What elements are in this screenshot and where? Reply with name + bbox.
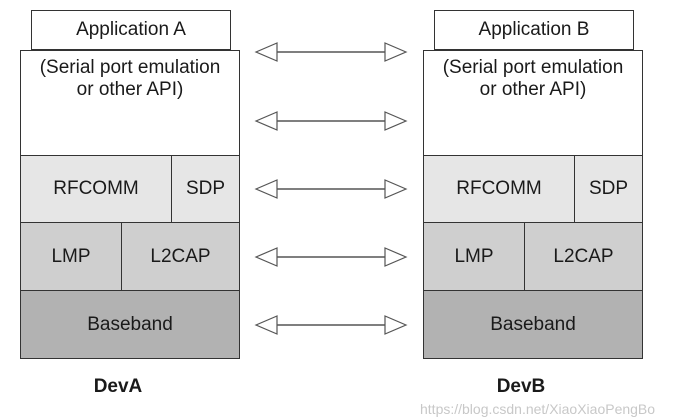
api-layer: (Serial port emulation or other API) [20,50,240,156]
bidirectional-arrow [254,179,408,199]
bidirectional-arrow [254,42,408,62]
baseband-layer: Baseband [20,290,240,359]
l2cap-layer: L2CAP [121,222,240,291]
l2cap-layer-label: L2CAP [150,245,211,267]
application-box: Application B [434,10,634,50]
sdp-layer-label: SDP [588,178,629,199]
device-label: DevA [93,376,143,397]
baseband-layer: Baseband [423,290,643,359]
bidirectional-arrow [254,315,408,335]
baseband-layer-label: Baseband [490,313,576,335]
l2cap-layer-label: L2CAP [553,245,614,267]
sdp-layer: SDP [574,155,643,223]
api-layer-label: (Serial port emulation or other API) [39,57,221,100]
bidirectional-arrow [254,247,408,267]
rfcomm-layer: RFCOMM [423,155,575,223]
application-box-label: Application B [478,19,590,40]
bidirectional-arrow [254,111,408,131]
lmp-layer-label: LMP [454,245,494,267]
api-layer: (Serial port emulation or other API) [423,50,643,156]
watermark: https://blog.csdn.net/XiaoXiaoPengBo [420,401,656,417]
sdp-layer: SDP [171,155,240,223]
sdp-layer-label: SDP [185,178,226,199]
lmp-layer-label: LMP [51,245,91,267]
api-layer-label: (Serial port emulation or other API) [442,57,624,100]
device-label: DevB [496,376,546,397]
rfcomm-layer-label: RFCOMM [456,178,542,199]
application-box: Application A [31,10,231,50]
lmp-layer: LMP [20,222,122,291]
baseband-layer-label: Baseband [87,313,173,335]
l2cap-layer: L2CAP [524,222,643,291]
rfcomm-layer-label: RFCOMM [53,178,139,199]
application-box-label: Application A [76,19,186,40]
